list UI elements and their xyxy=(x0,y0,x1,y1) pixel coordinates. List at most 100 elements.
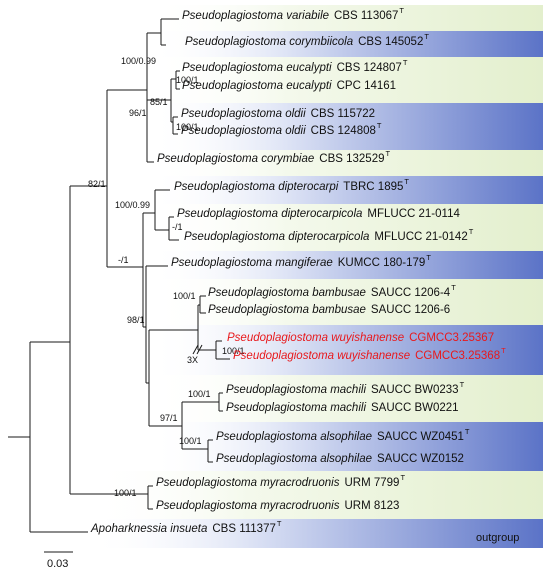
strain-number: SAUCC BW0221 xyxy=(371,402,459,414)
band-outgroup xyxy=(90,519,543,548)
scale-bar-label: 0.03 xyxy=(47,558,68,570)
support-value: 100/0.99 xyxy=(115,200,150,210)
support-value: 100/1 xyxy=(188,389,211,399)
strain-number: URM 8123 xyxy=(344,500,399,512)
band-oldii xyxy=(150,103,543,150)
strain-number: MFLUCC 21-0142 xyxy=(374,231,467,243)
species-name: Pseudoplagiostoma myracrodruonis xyxy=(156,477,340,489)
strain-number: MFLUCC 21-0114 xyxy=(367,208,460,220)
taxon-label: Pseudoplagiostoma dipterocarpicola MFLUCC… xyxy=(184,227,474,243)
strain-number: CGMCC3.25367 xyxy=(409,332,494,344)
taxon-label: Pseudoplagiostoma myracrodruonis URM 7799… xyxy=(156,473,405,489)
type-strain-marker: T xyxy=(460,380,465,389)
taxon-label: Pseudoplagiostoma wuyishanense CGMCC3.253… xyxy=(233,346,506,362)
strain-number: CBS 113067 xyxy=(334,10,398,22)
band-dipterocarpi xyxy=(150,176,543,204)
support-value: 100/1 xyxy=(176,75,199,85)
strain-number: SAUCC 1206-4 xyxy=(371,287,451,299)
support-value: -/1 xyxy=(118,255,129,265)
species-name: Pseudoplagiostoma oldii xyxy=(181,125,306,137)
taxon-label: Pseudoplagiostoma oldii CBS 124808T xyxy=(181,121,382,137)
taxon-label: Pseudoplagiostoma machili SAUCC BW0233T xyxy=(226,380,465,396)
taxon-label: Pseudoplagiostoma variabile CBS 113067T xyxy=(182,6,404,22)
clade-bands xyxy=(90,5,543,548)
band-bambusae xyxy=(150,279,543,325)
strain-number: CBS 145052 xyxy=(358,36,423,48)
type-strain-marker: T xyxy=(424,32,429,41)
support-value: 100/1 xyxy=(176,122,199,132)
strain-number: KUMCC 180-179 xyxy=(338,257,426,269)
species-name: Pseudoplagiostoma corymbiicola xyxy=(185,36,353,48)
strain-number: CGMCC3.25368 xyxy=(415,350,500,362)
branch-break-marks xyxy=(192,344,203,355)
support-value: 98/1 xyxy=(127,315,145,325)
species-name: Pseudoplagiostoma wuyishanense xyxy=(227,332,404,344)
strain-number: TBRC 1895 xyxy=(343,181,403,193)
type-strain-marker: T xyxy=(465,427,470,436)
taxon-label: Pseudoplagiostoma bambusae SAUCC 1206-4T xyxy=(208,283,456,299)
band-dipterocarpicola xyxy=(150,204,543,251)
band-eucalypti xyxy=(150,57,543,103)
type-strain-marker: T xyxy=(400,473,405,482)
type-strain-marker: T xyxy=(404,177,409,186)
species-name: Pseudoplagiostoma dipterocarpi xyxy=(174,181,339,193)
species-name: Pseudoplagiostoma machili xyxy=(226,384,366,396)
strain-number: CPC 14161 xyxy=(337,80,396,92)
support-value: 85/1 xyxy=(150,97,168,107)
species-name: Pseudoplagiostoma bambusae xyxy=(208,287,366,299)
band-machili xyxy=(150,375,543,422)
strain-number: SAUCC BW0233 xyxy=(371,384,459,396)
scale-bar: 0.03 xyxy=(44,551,73,570)
taxon-label: Pseudoplagiostoma eucalypti CBS 124807T xyxy=(182,58,408,74)
species-name: Pseudoplagiostoma machili xyxy=(226,402,366,414)
species-name: Pseudoplagiostoma myracrodruonis xyxy=(156,500,340,512)
support-values: 100/0.99 100/1 85/1 100/1 96/1 82/1 100/… xyxy=(88,56,245,498)
taxon-label: Pseudoplagiostoma corymbiicola CBS 145052… xyxy=(185,32,429,48)
species-name: Pseudoplagiostoma eucalypti xyxy=(182,62,332,74)
species-name: Pseudoplagiostoma dipterocarpicola xyxy=(184,231,369,243)
species-name: Pseudoplagiostoma alsophilae xyxy=(216,431,372,443)
species-name: Pseudoplagiostoma bambusae xyxy=(208,304,366,316)
tree-branches xyxy=(8,18,230,533)
taxon-label: Pseudoplagiostoma wuyishanense CGMCC3.253… xyxy=(227,332,494,344)
type-strain-marker: T xyxy=(501,346,506,355)
strain-number: URM 7799 xyxy=(344,477,399,489)
taxon-label: Pseudoplagiostoma myracrodruonis URM 8123 xyxy=(156,500,399,512)
taxon-label: Apoharknessia insueta CBS 111377T xyxy=(90,519,282,535)
species-name: Pseudoplagiostoma variabile xyxy=(182,10,329,22)
support-value: 100/1 xyxy=(222,346,245,356)
type-strain-marker: T xyxy=(451,283,456,292)
species-name: Pseudoplagiostoma wuyishanense xyxy=(233,350,410,362)
strain-number: CBS 115722 xyxy=(311,108,375,120)
band-corymbiae xyxy=(150,150,543,176)
type-strain-marker: T xyxy=(385,149,390,158)
strain-number: CBS 124808 xyxy=(311,125,376,137)
strain-number: SAUCC 1206-6 xyxy=(371,304,450,316)
type-strain-marker: T xyxy=(377,121,382,130)
band-myracrodruonis xyxy=(90,471,543,519)
band-corymbiicola xyxy=(150,31,543,57)
type-strain-marker: T xyxy=(469,227,474,236)
band-variabile xyxy=(150,5,543,31)
species-name: Apoharknessia insueta xyxy=(90,523,207,535)
species-name: Pseudoplagiostoma corymbiae xyxy=(157,153,314,165)
species-name: Pseudoplagiostoma eucalypti xyxy=(182,80,332,92)
type-strain-marker: T xyxy=(403,58,408,67)
support-value: 100/1 xyxy=(114,488,137,498)
type-strain-marker: T xyxy=(277,519,282,528)
species-name: Pseudoplagiostoma mangiferae xyxy=(171,257,333,269)
band-mangiferae xyxy=(150,251,543,279)
support-value: -/1 xyxy=(172,222,183,232)
support-value: 82/1 xyxy=(88,179,106,189)
taxon-label: Pseudoplagiostoma dipterocarpi TBRC 1895T xyxy=(174,177,409,193)
support-value: 100/1 xyxy=(173,291,196,301)
support-value: 97/1 xyxy=(160,413,178,423)
type-strain-marker: T xyxy=(399,6,404,15)
strain-number: CBS 124807 xyxy=(337,62,402,74)
strain-number: CBS 132529 xyxy=(319,153,384,165)
strain-number: CBS 111377 xyxy=(212,523,276,535)
